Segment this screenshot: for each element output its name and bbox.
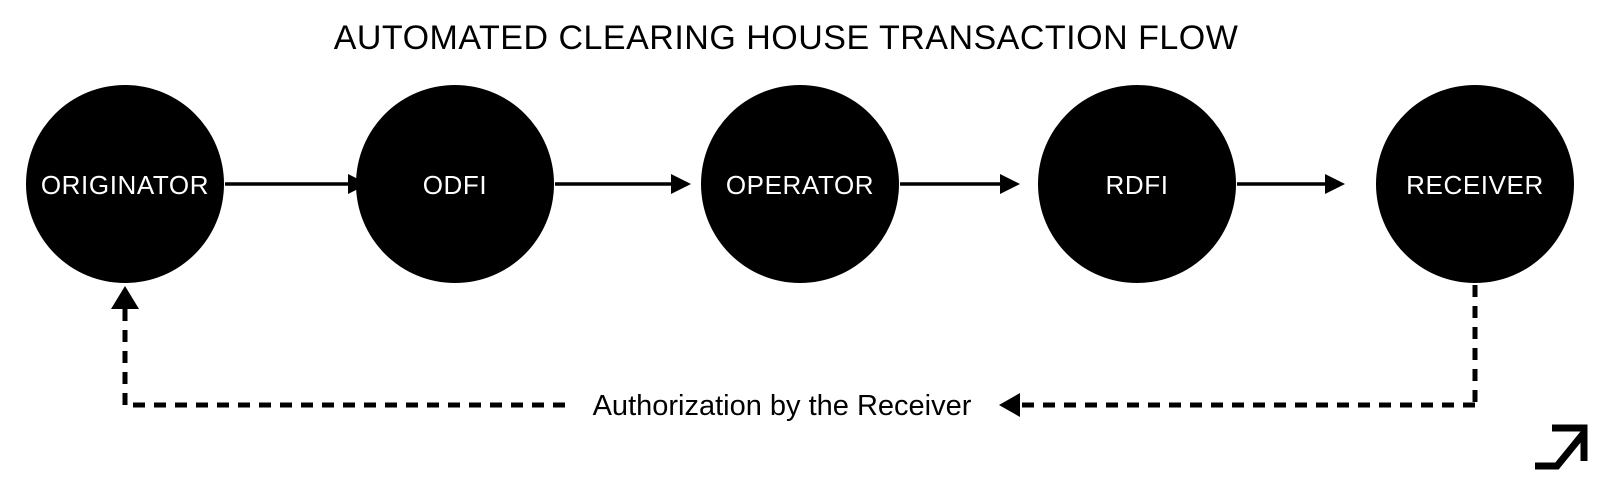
node-rdfi[interactable]: RDFI — [1038, 85, 1236, 283]
arrow-head-icon — [1000, 174, 1020, 194]
arrow-head-icon — [1325, 174, 1345, 194]
feedback-label-backdrop — [568, 388, 996, 422]
connector-operator-rdfi — [900, 174, 1020, 194]
node-circle[interactable] — [26, 85, 224, 283]
node-circle[interactable] — [356, 85, 554, 283]
node-label: RECEIVER — [1406, 170, 1544, 200]
node-label: RDFI — [1105, 170, 1168, 200]
page-title: AUTOMATED CLEARING HOUSE TRANSACTION FLO… — [334, 19, 1239, 57]
node-circle[interactable] — [1376, 85, 1574, 283]
diagonal-arrow-logo-icon — [1535, 424, 1588, 470]
feedback-arrow-up-icon — [111, 286, 139, 309]
node-operator[interactable]: OPERATOR — [701, 85, 899, 283]
connector-rdfi-receiver — [1237, 174, 1345, 194]
node-circle[interactable] — [701, 85, 899, 283]
node-originator[interactable]: ORIGINATOR — [26, 85, 224, 283]
node-label: OPERATOR — [726, 170, 874, 200]
node-odfi[interactable]: ODFI — [356, 85, 554, 283]
connector-odfi-operator — [555, 174, 691, 194]
arrow-head-icon — [671, 174, 691, 194]
node-label: ODFI — [423, 170, 488, 200]
feedback-arrow-head-icon — [999, 393, 1020, 417]
feedback-label: Authorization by the Receiver — [593, 390, 972, 422]
node-label: ORIGINATOR — [41, 170, 209, 200]
connector-originator-odfi — [225, 174, 368, 194]
node-circle[interactable] — [1038, 85, 1236, 283]
node-receiver[interactable]: RECEIVER — [1376, 85, 1574, 283]
